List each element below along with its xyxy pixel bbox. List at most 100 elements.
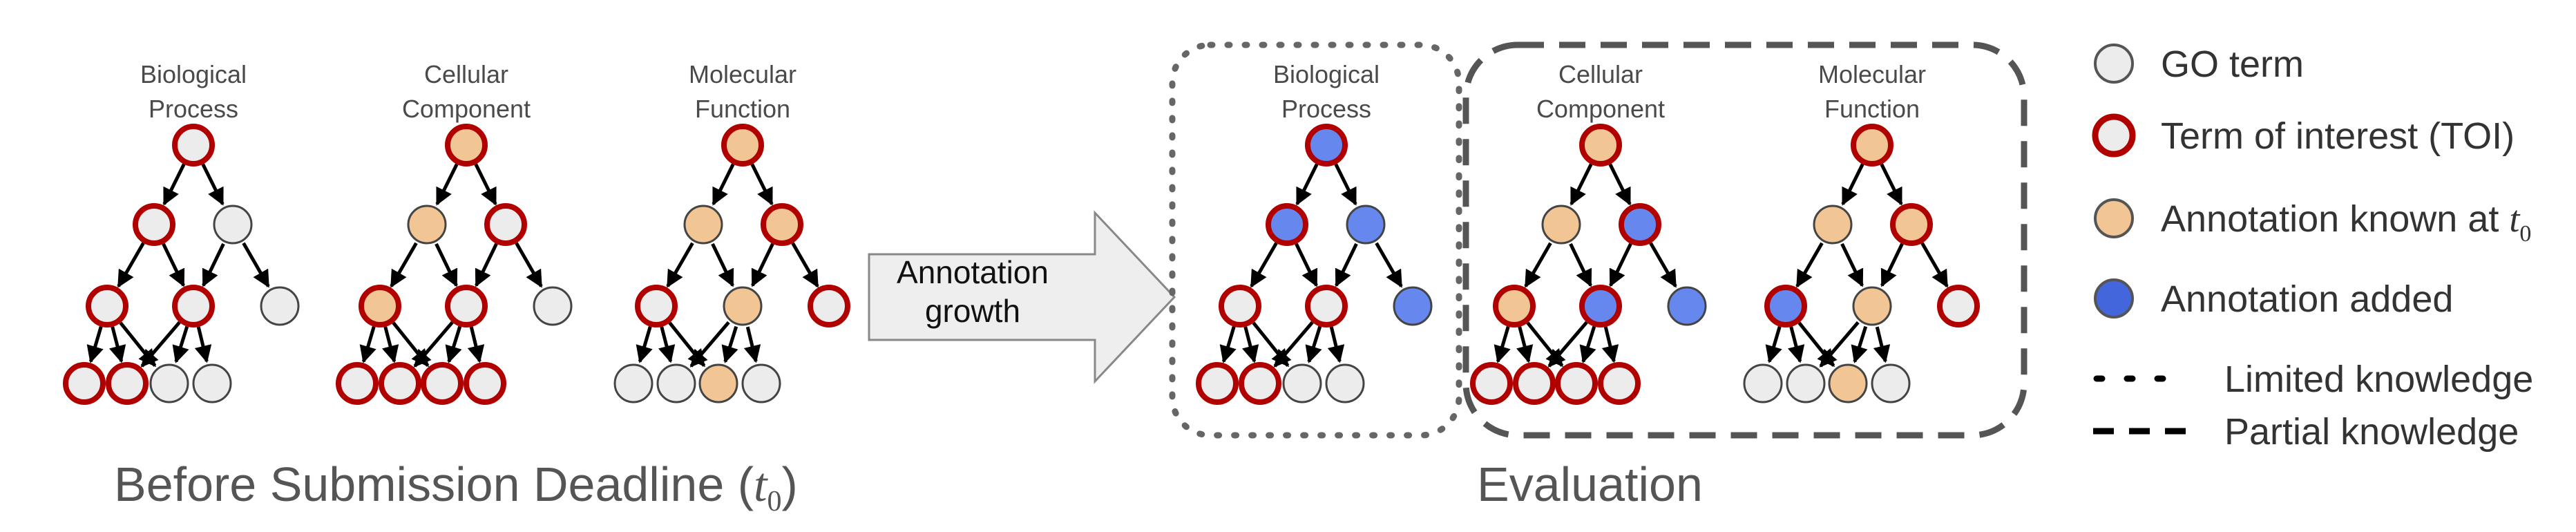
go-term-node bbox=[1743, 363, 1783, 403]
go-term-node bbox=[407, 205, 447, 245]
tree-edge bbox=[711, 243, 734, 287]
legend-partial-text: Partial knowledge bbox=[2224, 411, 2519, 453]
tree-edge bbox=[117, 242, 145, 288]
tree-edge bbox=[1873, 326, 1891, 363]
tree-title: Component bbox=[402, 95, 531, 123]
go-term-node bbox=[1579, 124, 1622, 167]
tree-edge bbox=[1516, 326, 1534, 363]
go-term-node bbox=[192, 363, 232, 403]
go-term-node bbox=[1786, 363, 1826, 403]
go-term-node bbox=[1555, 362, 1598, 405]
go-term-node bbox=[721, 124, 764, 167]
tree-edge bbox=[108, 326, 126, 363]
go-term-node bbox=[260, 286, 300, 326]
evaluation-label: Evaluation bbox=[1477, 457, 1703, 511]
tree-edge bbox=[162, 163, 186, 206]
go-term-node bbox=[172, 124, 215, 167]
tree-edge bbox=[1241, 326, 1259, 363]
tree-edge bbox=[1273, 321, 1314, 368]
tree-edge bbox=[1295, 243, 1318, 287]
tree-edge bbox=[1335, 243, 1358, 287]
tree-edge bbox=[1880, 243, 1904, 287]
tree-edge bbox=[1851, 325, 1868, 363]
go-term-node bbox=[683, 205, 723, 245]
tree-edge bbox=[1250, 242, 1278, 288]
tree-edge bbox=[1795, 242, 1824, 288]
go-term-node bbox=[1890, 203, 1933, 246]
tree-edge bbox=[1609, 243, 1632, 287]
tree-edge bbox=[1649, 242, 1677, 288]
go-term-node bbox=[1871, 363, 1911, 403]
legend-go-term-icon bbox=[2094, 44, 2134, 84]
annotation-growth-arrow: Annotation growth bbox=[868, 210, 1176, 384]
tree-edge bbox=[1819, 321, 1860, 368]
tree-edge bbox=[1608, 163, 1632, 206]
tree-title: Molecular bbox=[689, 60, 796, 88]
tree-edge bbox=[1840, 243, 1864, 287]
go-term-node bbox=[635, 285, 678, 327]
tree-edge bbox=[1841, 163, 1864, 206]
go-term-node bbox=[1219, 285, 1261, 327]
tree-edge bbox=[1327, 326, 1345, 363]
tree-edge bbox=[86, 326, 104, 363]
tree-edge bbox=[435, 163, 459, 206]
tree-edge bbox=[1569, 243, 1592, 287]
tree-edge bbox=[475, 243, 498, 287]
tree-edge bbox=[1601, 326, 1619, 363]
go-term-node bbox=[464, 362, 506, 405]
tree-edge bbox=[712, 163, 735, 206]
go-term-node bbox=[213, 205, 253, 245]
tree-edge bbox=[413, 321, 454, 368]
go-term-node bbox=[1239, 362, 1281, 405]
before-deadline-label: Before Submission Deadline (t0) bbox=[114, 457, 798, 517]
go-term-node bbox=[1325, 363, 1365, 403]
tree-title: Molecular bbox=[1818, 60, 1926, 88]
tree-edge bbox=[381, 326, 399, 363]
tree-edge bbox=[1787, 326, 1805, 363]
go-term-node bbox=[656, 363, 696, 403]
growth-arrow-label-line1: Annotation bbox=[897, 254, 1049, 290]
go-term-node bbox=[1305, 285, 1348, 327]
legend-toi-icon bbox=[2092, 113, 2136, 158]
go-term-node bbox=[761, 203, 803, 246]
go-term-node bbox=[336, 362, 379, 405]
legend: GO term Term of interest (TOI) Annotatio… bbox=[2092, 44, 2533, 453]
tree-edge bbox=[1524, 242, 1552, 288]
go-term-node bbox=[445, 124, 488, 167]
tree-edge bbox=[202, 243, 225, 287]
tree-title: Function bbox=[695, 95, 790, 123]
tree-edge bbox=[1920, 242, 1949, 288]
tree-edge bbox=[750, 163, 774, 206]
tree-edge bbox=[658, 326, 676, 363]
tree-edge bbox=[1570, 163, 1593, 206]
go-term-node bbox=[1579, 285, 1622, 327]
legend-known-text: Annotation known at t0 bbox=[2161, 198, 2531, 247]
go-term-node bbox=[1346, 205, 1386, 245]
go-term-node bbox=[86, 285, 128, 327]
tree-edge bbox=[474, 163, 497, 206]
go-term-node bbox=[1513, 362, 1556, 405]
go-term-node bbox=[1619, 203, 1661, 246]
tree-edge bbox=[636, 326, 653, 363]
tree-edge bbox=[194, 326, 212, 363]
tree-edge bbox=[390, 242, 418, 288]
tree-edge bbox=[162, 243, 185, 287]
go-term-node bbox=[1393, 286, 1433, 326]
go-term-node bbox=[1813, 205, 1853, 245]
tree-title: Function bbox=[1824, 95, 1920, 123]
tree-edge bbox=[1375, 242, 1403, 288]
tree-edge bbox=[1765, 326, 1782, 363]
tree-edge bbox=[721, 325, 738, 363]
tree-edge bbox=[1579, 325, 1596, 363]
tree-edge bbox=[1295, 163, 1319, 206]
tree-edge bbox=[743, 326, 761, 363]
tree-edge bbox=[1547, 321, 1588, 368]
go-term-node bbox=[63, 362, 106, 405]
